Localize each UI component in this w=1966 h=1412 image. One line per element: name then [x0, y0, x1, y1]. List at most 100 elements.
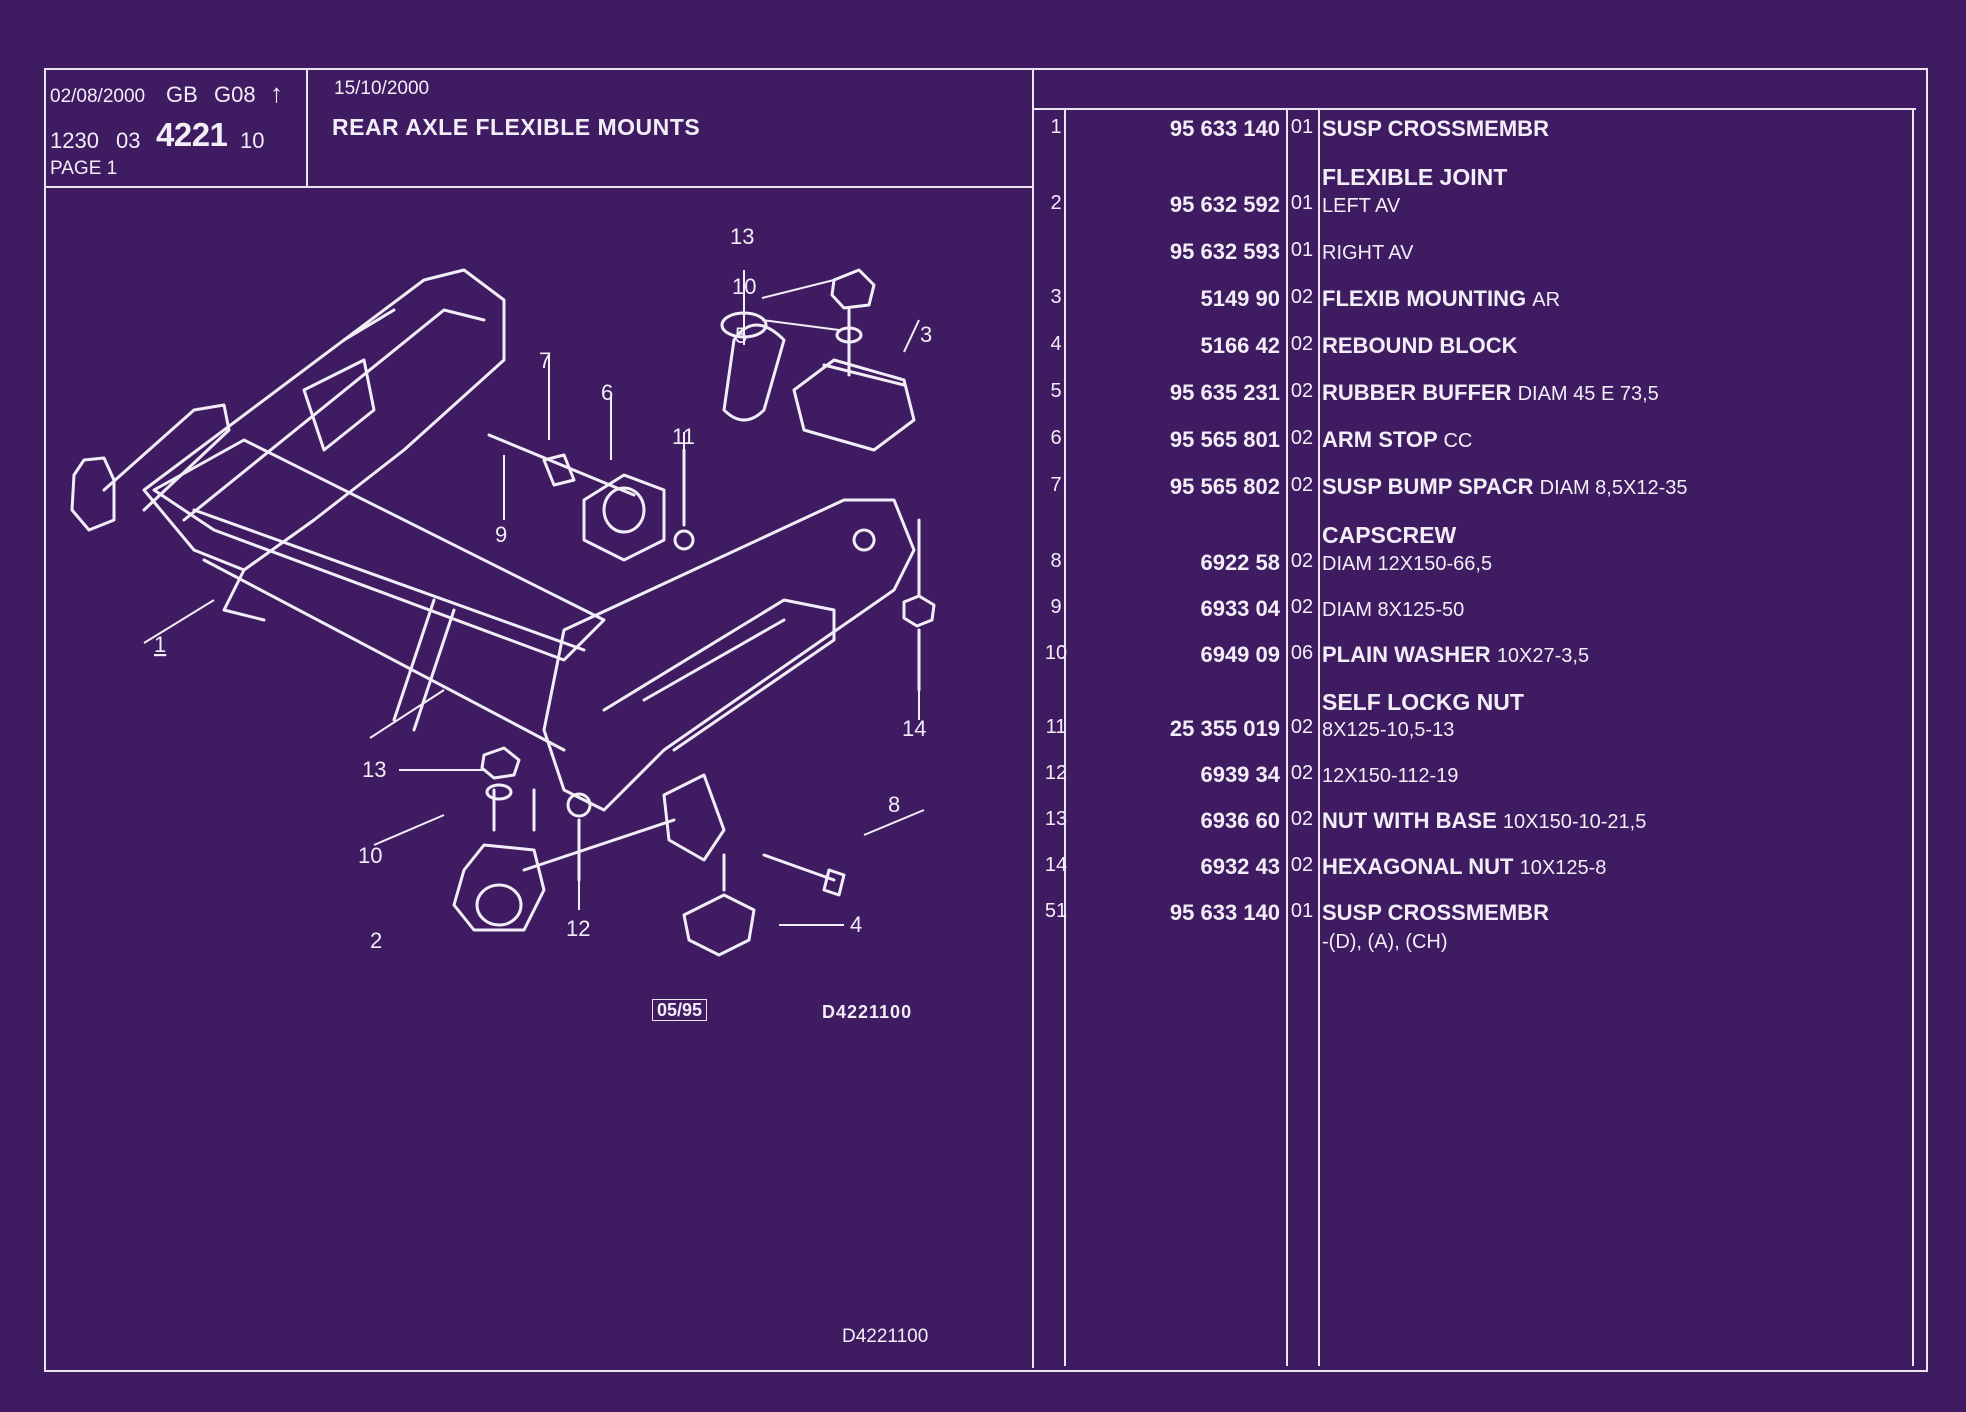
header-page: PAGE 1 [50, 158, 118, 179]
part-detail: DIAM 12X150-66,5 [1322, 553, 1493, 575]
part-quantity: 02 [1290, 427, 1314, 449]
part-detail: DIAM 8X125-50 [1322, 599, 1465, 621]
capscrew-9 [487, 433, 636, 497]
part-quantity: 02 [1290, 380, 1314, 402]
part-name: FLEXIB MOUNTING [1322, 286, 1527, 311]
callout-12: 12 [566, 916, 590, 941]
header-divider [306, 70, 308, 186]
table-row: 4 5166 42 02 REBOUND BLOCK [0, 333, 1966, 358]
part-description: SUSP CROSSMEMBR [1322, 900, 1549, 926]
part-heading: SELF LOCKG NUT [1322, 689, 1524, 715]
part-quantity: 02 [1290, 550, 1314, 572]
part-reference: 6922 58 [1200, 550, 1280, 575]
part-description: FLEXIB MOUNTING AR [1322, 286, 1560, 312]
plain-washer-10-bottom [485, 783, 513, 801]
part-description: SUSP BUMP SPACR DIAM 8,5X12-35 [1322, 474, 1687, 500]
callout-4: 4 [850, 912, 862, 937]
part-heading: FLEXIBLE JOINT [1322, 164, 1508, 190]
part-quantity: 02 [1290, 286, 1314, 308]
part-description: RIGHT AV [1322, 239, 1414, 265]
col-rule-ref [1286, 110, 1288, 1366]
self-locking-nut-11 [673, 529, 695, 551]
item-number: 11 [1045, 716, 1067, 738]
drawing-stamp-code: D4221100 [822, 1002, 913, 1022]
item-number: 5 [1050, 380, 1062, 402]
bump-spacer-7 [542, 453, 576, 487]
part-heading: CAPSCREW [1322, 522, 1457, 548]
part-name: SUSP CROSSMEMBR [1322, 900, 1549, 925]
part-reference: 95 635 231 [1169, 380, 1280, 405]
part-quantity: 01 [1290, 900, 1314, 922]
callout-10-bottom: 10 [358, 843, 382, 868]
part-name: REBOUND BLOCK [1322, 333, 1518, 358]
callout-2: 2 [370, 928, 382, 953]
part-reference: 5166 42 [1200, 333, 1280, 358]
table-row: 2 95 632 592 01 LEFT AV [0, 192, 1966, 217]
part-detail: 10X27-3,5 [1496, 645, 1590, 667]
table-row: 12 6939 34 02 12X150-112-19 [0, 762, 1966, 787]
item-number: 6 [1050, 427, 1062, 449]
col-rule-idx [1064, 110, 1066, 1366]
crossmember-left-plate [102, 403, 231, 512]
part-reference: 25 355 019 [1169, 716, 1280, 741]
part-description: 12X150-112-19 [1322, 762, 1458, 788]
part-description: DIAM 12X150-66,5 [1322, 550, 1492, 576]
callout-10-top: 10 [732, 274, 756, 299]
callout-5: 5 [735, 323, 747, 348]
part-quantity: 06 [1290, 642, 1314, 664]
part-description: RUBBER BUFFER DIAM 45 E 73,5 [1322, 380, 1659, 406]
arrow-up-icon: ↑ [270, 78, 283, 108]
crossmember-right-arm [542, 498, 916, 812]
part-detail: LEFT AV [1322, 195, 1401, 217]
drawing-footer-code: D4221100 [842, 1326, 929, 1347]
table-row: 8 6922 58 02 DIAM 12X150-66,5 [0, 550, 1966, 575]
item-number: 3 [1050, 286, 1062, 308]
item-number: 8 [1050, 550, 1062, 572]
nut-with-base-13-bottom [480, 746, 521, 780]
part-name: HEXAGONAL NUT [1322, 854, 1514, 879]
item-number: 7 [1050, 474, 1062, 496]
crossmember-left-arm [142, 268, 506, 572]
table-row: 3 5149 90 02 FLEXIB MOUNTING AR [0, 286, 1966, 311]
table-row: 11 25 355 019 02 8X125-10,5-13 [0, 716, 1966, 741]
part-quantity: 01 [1290, 192, 1314, 214]
callout-6: 6 [601, 380, 613, 405]
part-detail: 12X150-112-19 [1322, 765, 1459, 787]
capscrew-8 [762, 853, 836, 882]
part-quantity: 02 [1290, 333, 1314, 355]
callout-9: 9 [495, 522, 507, 547]
part-reference: 6936 60 [1200, 808, 1280, 833]
part-quantity: 02 [1290, 716, 1314, 738]
table-row: 14 6932 43 02 HEXAGONAL NUT 10X125-8 [0, 854, 1966, 879]
page-title: REAR AXLE FLEXIBLE MOUNTS [332, 114, 701, 140]
nut-with-base-13-top [830, 268, 876, 310]
callout-13-bottom: 13 [362, 757, 386, 782]
item-number: 12 [1044, 762, 1068, 784]
part-reference: 6932 43 [1200, 854, 1280, 879]
part-reference: 95 632 592 [1169, 192, 1280, 217]
hexagonal-nut-14 [902, 594, 936, 628]
part-reference: 6949 09 [1200, 642, 1280, 667]
item-number: 10 [1044, 642, 1068, 664]
stamp-date-box: 05/95 [652, 999, 708, 1021]
callout-14: 14 [902, 716, 926, 741]
part-name: SUSP BUMP SPACR [1322, 474, 1534, 499]
nut-12 [566, 792, 592, 818]
item-number: 13 [1044, 808, 1068, 830]
callout-8: 8 [888, 792, 900, 817]
part-reference: 95 633 140 [1169, 900, 1280, 925]
plain-washer-10-top [835, 326, 863, 344]
header-lang: GB [166, 82, 198, 107]
header-bottom-rule [44, 186, 1032, 188]
part-detail: CC [1443, 430, 1473, 452]
callout-11: 11 [672, 424, 695, 449]
table-row: SELF LOCKG NUT [0, 689, 1966, 715]
drawing-stamp-date: 05/95 [652, 999, 708, 1022]
table-top-rule [1032, 108, 1916, 110]
part-quantity: 02 [1290, 474, 1314, 496]
table-row: FLEXIBLE JOINT [0, 164, 1966, 190]
part-detail: AR [1532, 289, 1561, 311]
table-row: 51 95 633 140 01 SUSP CROSSMEMBR [0, 900, 1966, 925]
flexible-joint-2 [452, 843, 546, 932]
header-line2-c: 10 [240, 128, 265, 153]
